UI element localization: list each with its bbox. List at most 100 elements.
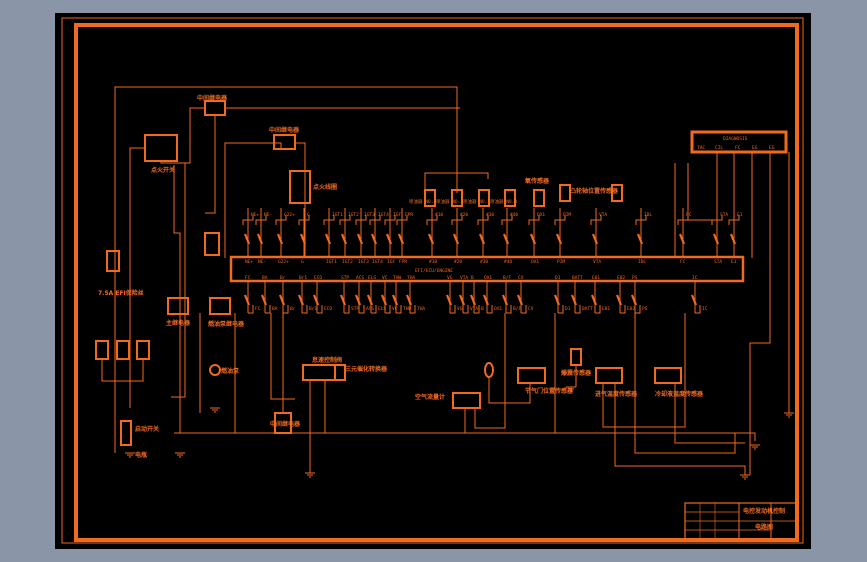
pin-bracket bbox=[396, 305, 402, 314]
ecu-top-pin: NE+ bbox=[245, 259, 253, 265]
pin-bracket bbox=[635, 305, 641, 314]
ecu-top-pin: IGF bbox=[387, 259, 395, 265]
pin-bracket bbox=[558, 305, 564, 314]
switch-contact bbox=[427, 233, 435, 245]
ecu-bottom-pin: OX1 bbox=[484, 275, 492, 281]
switch-contact bbox=[570, 294, 578, 306]
switch-contact bbox=[324, 233, 332, 245]
inner-border bbox=[74, 23, 799, 542]
switch-contact bbox=[243, 233, 251, 245]
start-switch-label: 启动开关 bbox=[135, 425, 159, 433]
ecu-top-pin: OX1 bbox=[531, 259, 539, 265]
ecu-bottom-pin: ECO bbox=[314, 275, 322, 281]
pin-tag: #10 bbox=[435, 212, 443, 218]
switch-contact bbox=[458, 294, 466, 306]
pin-tag: IDL bbox=[644, 212, 652, 218]
switch-contact bbox=[445, 294, 453, 306]
ignition-switch-box bbox=[144, 134, 178, 162]
pin-bracket bbox=[521, 305, 527, 314]
throttle-label: 节气门位置传感器 bbox=[525, 387, 574, 395]
main-relay-label: 主继电器 bbox=[166, 319, 191, 327]
injector-1-label: 喷油器 NO.1 bbox=[409, 198, 436, 205]
pin-tag: IGT1 bbox=[332, 212, 343, 218]
o2-sensor-label: 氧传感器 bbox=[524, 177, 550, 185]
pin-bracket bbox=[248, 305, 254, 314]
switch-contact bbox=[555, 233, 563, 245]
diagnosis-box bbox=[690, 130, 788, 154]
pin-tag: E1 bbox=[737, 212, 743, 218]
pin-bracket bbox=[323, 215, 335, 225]
ecu-top-pin: IGT1 bbox=[326, 259, 337, 265]
injector-4-label: 喷油器 NO.4 bbox=[490, 198, 517, 205]
ecu-bottom-pin: D1 bbox=[555, 275, 561, 281]
switch-contact bbox=[478, 233, 486, 245]
diagnosis-pin: EG bbox=[769, 145, 775, 151]
switch-contact bbox=[312, 294, 320, 306]
pin-bracket bbox=[554, 215, 566, 225]
fuel-pump-label: 燃油泵 bbox=[221, 367, 240, 375]
pin-bracket bbox=[242, 215, 254, 225]
pin-bracket bbox=[506, 305, 512, 314]
pin-bracket bbox=[590, 215, 602, 225]
switch-contact bbox=[370, 233, 378, 245]
pin-bracket bbox=[575, 305, 581, 314]
pin-bracket bbox=[474, 305, 480, 314]
ecu-bottom-pin: THA bbox=[407, 275, 415, 281]
knock-label: 爆震传感器 bbox=[561, 369, 592, 377]
switch-contact bbox=[339, 294, 347, 306]
pin-tag: E02 bbox=[627, 306, 635, 312]
switch-contact bbox=[630, 294, 638, 306]
pin-tag: STP bbox=[351, 306, 359, 312]
switch-contact bbox=[356, 233, 364, 245]
pin-tag: FC bbox=[255, 306, 261, 312]
pin-tag: BATT bbox=[582, 306, 593, 312]
idle-valve-label: 怠速控制阀 bbox=[312, 356, 342, 364]
ecu-top-pin: FC bbox=[680, 259, 686, 265]
diagnosis-pin: EG bbox=[752, 145, 758, 151]
switch-contact bbox=[297, 294, 305, 306]
pin-bracket bbox=[385, 305, 391, 314]
pin-bracket bbox=[695, 305, 701, 314]
airflow-label: 空气流量计 bbox=[415, 393, 445, 401]
pin-tag: OX1 bbox=[494, 306, 502, 312]
ecu-top-pin: PIM bbox=[557, 259, 565, 265]
pin-tag: ACS bbox=[366, 306, 374, 312]
ecu-top-pin: IGT2 bbox=[342, 259, 353, 265]
pin-tag: G bbox=[307, 212, 310, 218]
pin-tag: IGT3 bbox=[364, 212, 375, 218]
switch-contact bbox=[397, 233, 405, 245]
ecu-bottom-pin: E01 bbox=[592, 275, 600, 281]
ecu-bottom-pin: E02 bbox=[617, 275, 625, 281]
ecu-bottom-pin: IC bbox=[692, 275, 698, 281]
ecu-bottom-pin: ELS bbox=[368, 275, 376, 281]
fuel-pump-relay-box bbox=[209, 297, 231, 315]
pin-bracket bbox=[410, 305, 416, 314]
relay-1-label: 中间继电器 bbox=[197, 94, 228, 102]
switch-contact bbox=[501, 294, 509, 306]
relay-1-box bbox=[204, 100, 226, 116]
pin-bracket bbox=[451, 215, 463, 225]
ecu-top-pin: STA bbox=[714, 259, 722, 265]
ecu-bottom-pin: B/F bbox=[503, 275, 511, 281]
pin-tag: IGF bbox=[393, 212, 401, 218]
ecu-bottom-pin: VC bbox=[382, 275, 388, 281]
pin-bracket bbox=[635, 215, 647, 225]
pin-tag: NE+ bbox=[251, 212, 259, 218]
pin-bracket bbox=[620, 305, 626, 314]
switch-contact bbox=[516, 294, 524, 306]
switch-contact bbox=[502, 233, 510, 245]
relay-2-box bbox=[273, 134, 296, 150]
pin-bracket bbox=[265, 305, 271, 314]
pin-tag: #30 bbox=[486, 212, 494, 218]
pin-bracket bbox=[426, 215, 438, 225]
switch-contact bbox=[278, 294, 286, 306]
injector-2-label: 喷油器 NO.2 bbox=[436, 198, 463, 205]
pin-tag: Br bbox=[290, 306, 296, 312]
pin-tag: VG bbox=[457, 306, 463, 312]
pin-tag: IGT2 bbox=[348, 212, 359, 218]
ecu-bottom-pin: BA bbox=[262, 275, 268, 281]
pin-tag: B/F bbox=[513, 306, 521, 312]
ecu-bottom-pin: BATT bbox=[572, 275, 583, 281]
switch-contact bbox=[256, 233, 264, 245]
ecu-top-pin: IGT3 bbox=[358, 259, 369, 265]
